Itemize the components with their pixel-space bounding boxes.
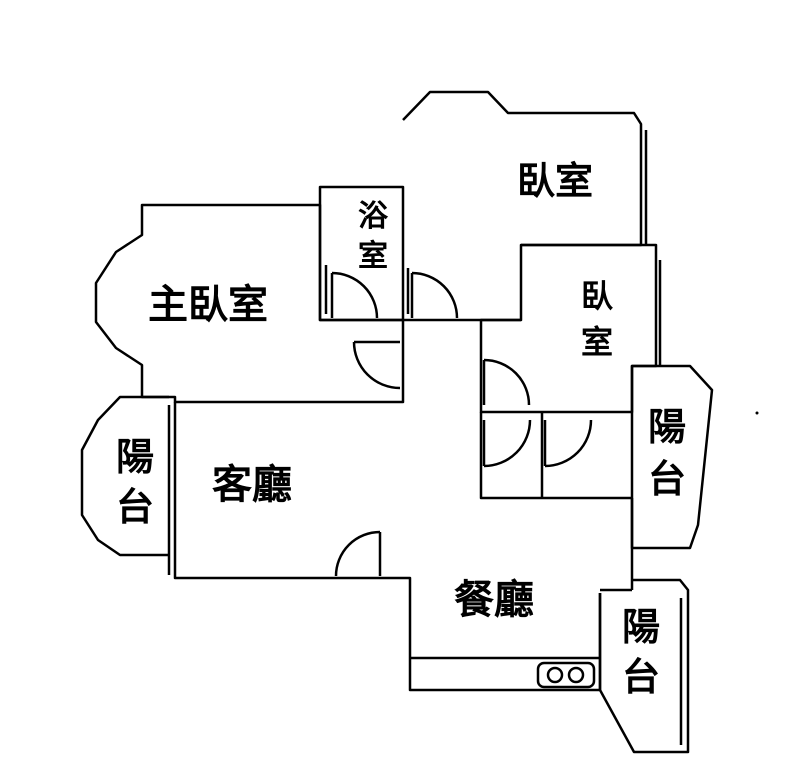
bedroom-right-label-top: 臥 — [581, 277, 613, 315]
balcony-right-label-bottom: 台 — [648, 457, 686, 501]
master-bedroom-label: 主臥室 — [148, 282, 268, 328]
room-labels: 主臥室 浴 室 臥室 臥 室 陽 台 客廳 陽 台 餐廳 陽 台 — [116, 159, 686, 699]
balcony-bottom-label-bottom: 台 — [622, 655, 660, 699]
door-swing-icon — [352, 340, 401, 390]
bedroom-right-label-bottom: 室 — [581, 323, 613, 361]
living-room-label: 客廳 — [212, 462, 292, 508]
door-swing-icon — [410, 271, 459, 319]
balcony-right-label-top: 陽 — [648, 405, 686, 449]
door-swing-icon — [330, 271, 379, 319]
bathroom-label-top: 浴 — [358, 199, 389, 234]
bathroom-label-bottom: 室 — [358, 239, 388, 274]
door-swing-icon — [482, 419, 532, 468]
door-swing-icon — [543, 419, 593, 468]
balcony-bottom-label-top: 陽 — [622, 605, 660, 649]
door-swing-icon — [482, 358, 531, 406]
stove-icon — [536, 661, 596, 689]
balcony-bottom-wall — [598, 578, 690, 754]
bedroom-top-wall — [402, 90, 643, 322]
door-swing-icon — [334, 530, 382, 577]
balcony-left-label-bottom: 台 — [116, 485, 154, 529]
balcony-left-wall — [80, 395, 169, 557]
balcony-right-wall — [630, 364, 714, 550]
closet-wall — [479, 412, 632, 500]
stray-dot — [755, 411, 759, 415]
dining-room-label: 餐廳 — [454, 577, 534, 623]
balcony-left-label-top: 陽 — [116, 435, 154, 479]
walls — [80, 90, 714, 754]
doors — [330, 271, 593, 577]
bedroom-top-label: 臥室 — [517, 159, 593, 203]
